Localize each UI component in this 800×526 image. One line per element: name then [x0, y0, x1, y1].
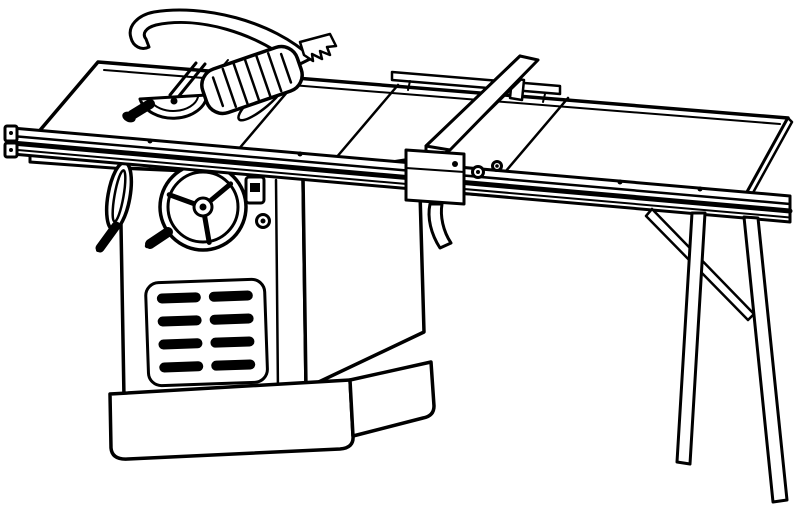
rear-leg — [675, 211, 707, 466]
machine-base — [108, 360, 436, 461]
front-guide-rail — [3, 124, 793, 224]
fence-lock-handle — [427, 202, 453, 250]
rail-bolt — [617, 179, 623, 185]
rear-rail-tab-2 — [542, 93, 546, 103]
fence-micro-knob-large-dot — [476, 170, 480, 174]
miter-bar-edge-2 — [177, 62, 207, 98]
rail-end-bolt-1 — [9, 131, 13, 135]
rear-rail-tab-1 — [407, 80, 411, 91]
miter-gauge-knob — [122, 111, 136, 123]
blade-guard-slots — [211, 52, 293, 108]
vent-panel-outline — [144, 277, 269, 388]
vent-louver — [157, 315, 202, 327]
vent-louver — [158, 338, 203, 350]
vent-louver — [209, 313, 254, 325]
rail-end-bolt-2 — [9, 148, 13, 152]
knob-dot — [260, 218, 266, 224]
fence-lock-head — [404, 148, 466, 206]
front-rail-stripe-1 — [10, 134, 792, 206]
blade-guard — [200, 44, 304, 116]
vent-louver — [159, 361, 204, 373]
miter-gauge — [122, 61, 209, 123]
switch-paddle — [250, 183, 260, 192]
vent-louver — [208, 290, 253, 302]
cabinet-door-seam — [274, 178, 280, 396]
tilt-wheel-inner — [111, 169, 127, 223]
handwheel-crank-core — [147, 229, 171, 247]
extension-table-seam — [498, 96, 570, 180]
rail-bolt — [297, 151, 303, 157]
front-rail-stripe-2 — [9, 140, 793, 214]
support-legs — [644, 207, 789, 504]
rail-bolt — [697, 186, 703, 192]
fence-top-face — [424, 54, 540, 152]
miter-bar-edge-1 — [168, 61, 198, 97]
table-insert-seam-right — [328, 83, 400, 167]
rip-fence — [404, 54, 540, 250]
tilt-crank-core — [97, 223, 119, 251]
miter-gauge-pivot — [170, 97, 178, 105]
handwheel-hub-dot — [199, 203, 207, 211]
rail-bolt — [147, 138, 153, 144]
control-knob — [255, 213, 271, 229]
blade-height-handwheel — [144, 162, 248, 252]
base-side — [348, 360, 436, 438]
miter-gauge-handle-core — [129, 101, 153, 118]
vent-louver — [156, 292, 201, 304]
tilt-crank-tip — [96, 248, 100, 252]
fence-head-bolt — [452, 161, 458, 167]
anti-kickback-pawl — [298, 32, 338, 63]
fence-micro-knob-small-dot — [495, 164, 499, 168]
front-rail-stripe-3 — [11, 148, 791, 219]
power-switch — [244, 175, 266, 205]
vent-louver — [210, 336, 255, 348]
fence-head-groove — [405, 167, 465, 173]
vent-panel — [144, 277, 269, 388]
base-front — [108, 378, 355, 461]
handwheel-spokes — [166, 181, 234, 245]
vent-louver — [211, 359, 256, 371]
cabinet — [95, 156, 436, 461]
front-leg — [742, 215, 789, 504]
blade-guard-assembly — [128, 8, 338, 116]
handwheel-crank-tip — [144, 243, 150, 249]
